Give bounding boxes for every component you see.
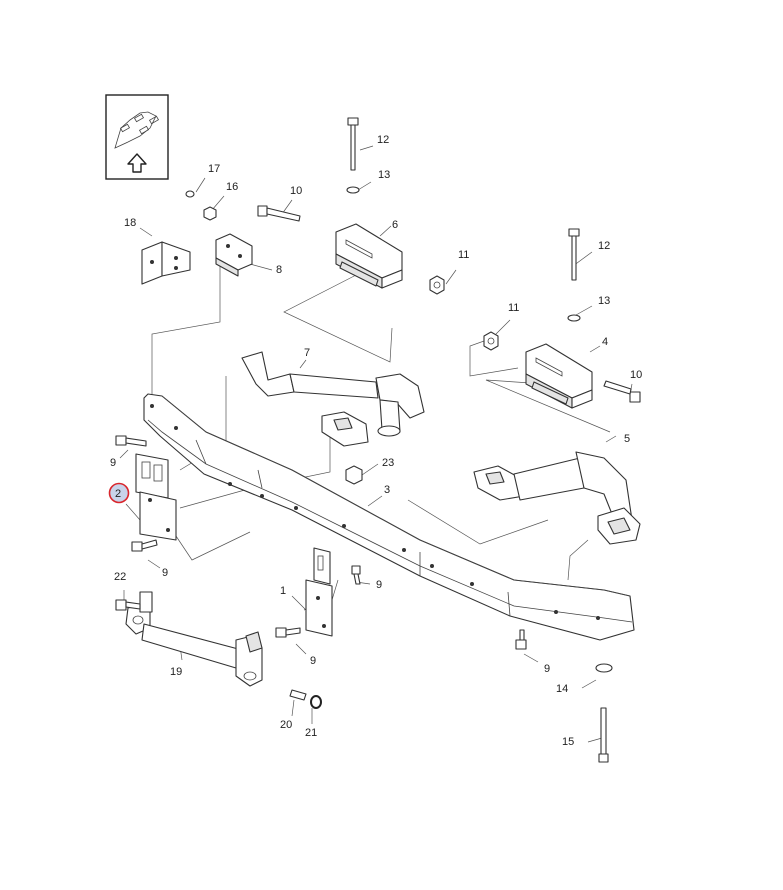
callout-9: 9 [162,567,168,579]
nut-16 [203,206,217,221]
bolt-10-lower [603,380,641,403]
bolt-9-d [275,627,301,638]
orientation-inset [105,94,169,180]
callout-6: 6 [392,219,398,231]
bolt-9-c [351,565,361,585]
callout-11: 11 [458,249,469,261]
callout-9: 9 [310,655,316,667]
nut-11-upper [429,275,445,295]
callout-9: 9 [376,579,382,591]
mount-bracket-6 [335,223,403,289]
callout-20: 20 [280,719,292,731]
callout-3: 3 [384,484,390,496]
callout-13: 13 [598,295,610,307]
bolt-9-a [115,435,147,447]
bolt-15 [598,707,609,763]
callout-21: 21 [305,727,317,739]
washer-14 [595,663,613,673]
callout-15: 15 [562,736,574,748]
callout-14: 14 [556,683,568,695]
nut-23 [345,465,363,485]
washer-17 [185,190,195,198]
bracket-18 [141,241,191,285]
bracket-8 [215,233,253,277]
mounting-arm-5 [473,451,641,545]
callout-5: 5 [624,433,630,445]
bolt-22 [115,599,141,611]
bolt-9-e [515,629,527,650]
bolt-12-left [347,117,359,171]
callout-labels: 12 13 10 6 11 12 13 11 4 10 17 16 18 8 7… [108,134,642,748]
leader-lines [119,145,633,743]
callout-10: 10 [630,369,642,381]
bolt-9-b [131,539,158,552]
bracket-1 [305,547,333,637]
callout-8: 8 [276,264,282,276]
callout-16: 16 [226,181,238,193]
bolt-10-upper [257,205,301,222]
bolt-12-right [568,228,580,281]
callout-22: 22 [114,571,126,583]
callout-13: 13 [378,169,390,181]
callout-9: 9 [544,663,550,675]
callout-18: 18 [124,217,136,229]
callout-1: 1 [280,585,286,597]
callout-12: 12 [598,240,610,252]
callout-7: 7 [304,347,310,359]
callout-11: 11 [508,302,519,314]
callout-10: 10 [290,185,302,197]
callout-2-highlight[interactable]: 2 [108,482,130,504]
callout-19: 19 [170,666,182,678]
mounting-arm-7 [241,351,425,447]
bracket-2 [135,453,177,541]
callout-12: 12 [377,134,389,146]
callout-23: 23 [382,457,394,469]
callout-4: 4 [602,336,608,348]
mount-bracket-4 [525,343,593,409]
callout-17: 17 [208,163,220,175]
pin-20 [289,689,307,701]
front-arrow-icon [114,111,160,173]
nut-11-lower [483,331,499,351]
washer-13-left [346,186,360,194]
callout-9: 9 [110,457,116,469]
highlight-ring [108,482,130,504]
ring-21 [310,695,322,709]
cross-beam-3 [143,393,635,641]
callout-2: 2 [115,488,121,500]
tow-bar-19 [125,591,263,687]
washer-13-right [567,314,581,322]
